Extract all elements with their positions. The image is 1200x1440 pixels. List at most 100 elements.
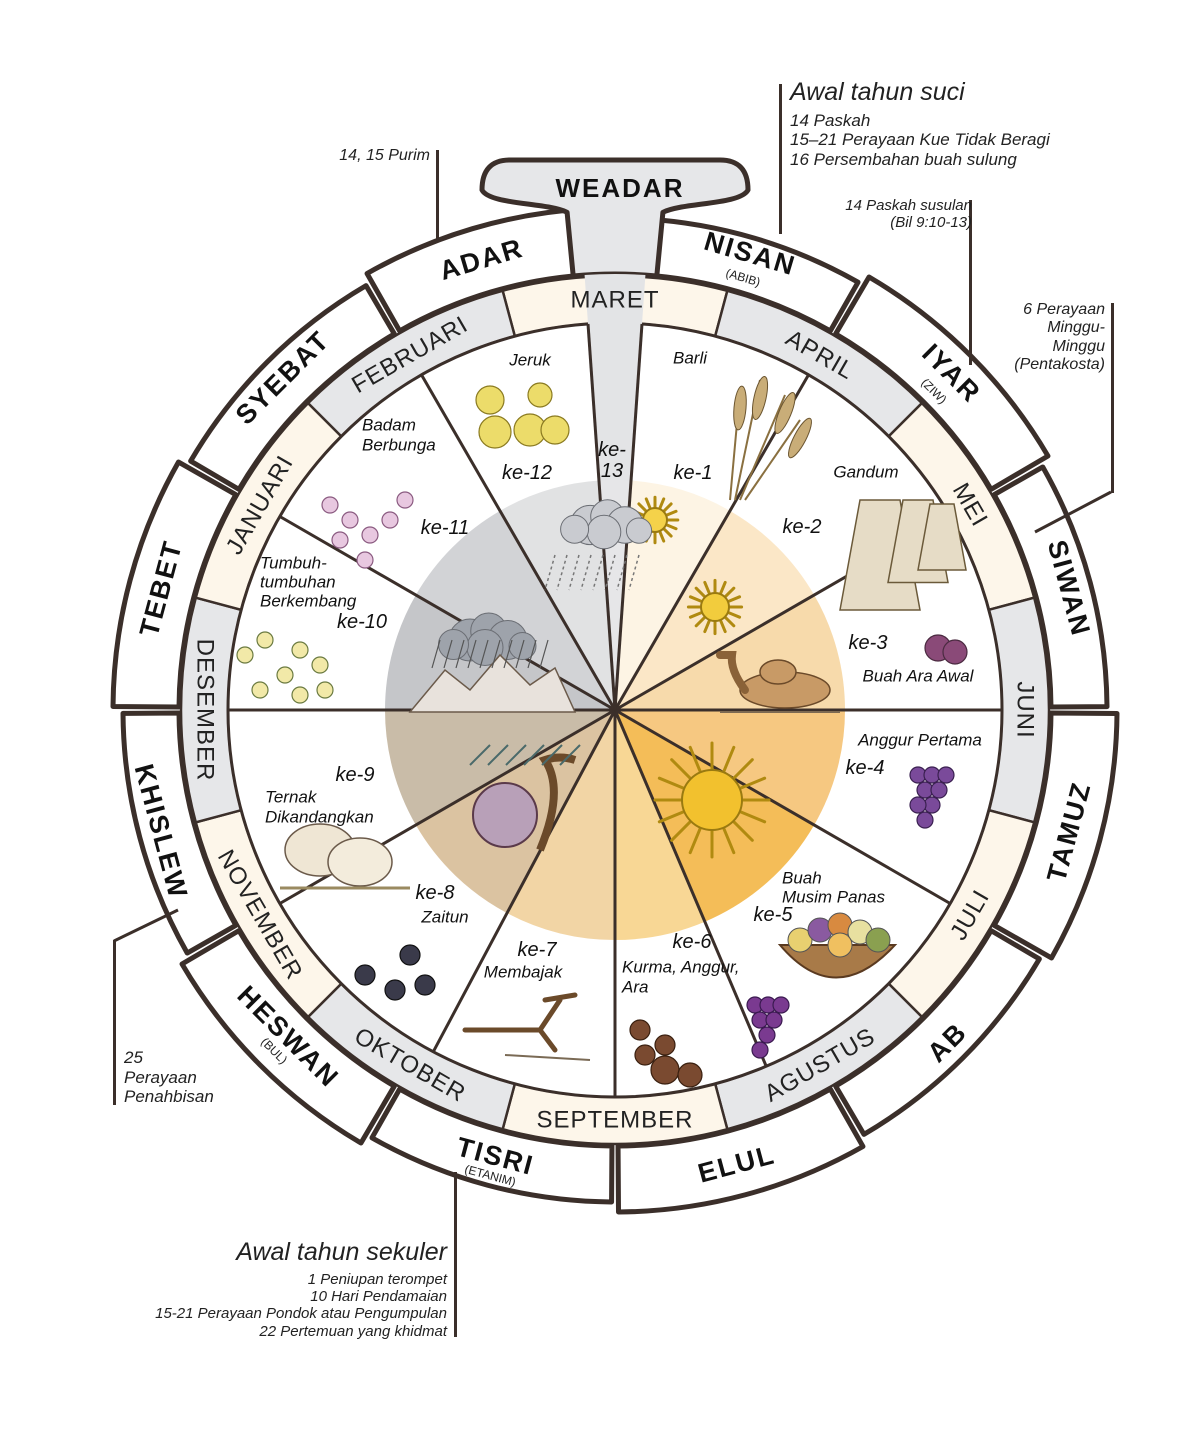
pomegranate-icon (469, 744, 581, 852)
grape-cluster-part (937, 766, 955, 784)
sheep-icon (280, 823, 410, 890)
sun-ray (721, 745, 736, 774)
season-slice (385, 710, 615, 825)
hebrew-month-segment (110, 459, 239, 710)
dates-figs-part (634, 1044, 656, 1066)
harvest-label: Anggur Pertama (857, 731, 982, 750)
branch (536, 753, 577, 852)
secular-year-title: Awal tahun sekuler (236, 1238, 447, 1266)
rain-icon (580, 554, 592, 591)
gregorian-month-label: MARET (571, 287, 660, 314)
season-slice (615, 710, 845, 825)
rain-streak (431, 639, 441, 669)
olive-part (384, 979, 406, 1001)
rain-icon (544, 554, 556, 591)
sun-ray (731, 819, 754, 842)
hebrew-month-segment (179, 928, 397, 1146)
citrus-part (478, 415, 512, 449)
dates-figs-part (677, 1062, 703, 1088)
harvest-label: Dikandangkan (265, 808, 374, 827)
sun-ray (657, 776, 686, 791)
harvest-label: Buah (782, 869, 822, 888)
secular-year-line: 1 Peniupan terompet (307, 1270, 447, 1288)
sun-ray (637, 502, 649, 514)
wind-line (469, 744, 491, 766)
rain-icon (604, 554, 616, 591)
dedication-leader-line (113, 908, 179, 943)
almond-blossom-part (361, 526, 379, 544)
dedication-line: Perayaan (124, 1067, 197, 1087)
basket-fruit (865, 927, 891, 953)
rain-streak (539, 639, 549, 669)
harvest-label: Gandum (833, 463, 898, 482)
fig-part (942, 639, 968, 665)
hebrew-month-segment (615, 1086, 866, 1215)
barley-icon (729, 375, 812, 501)
pentecost-line: 6 Perayaan (1023, 301, 1105, 318)
fruit (472, 782, 538, 848)
month-divider-line (613, 709, 768, 1067)
dedication-annotation: 25 Perayaan Penahbisan (124, 1048, 214, 1107)
grape-cluster-part (930, 781, 948, 799)
dates-figs-icon (629, 1019, 703, 1088)
grape-cluster-icon (746, 996, 790, 1059)
mountain (408, 653, 577, 713)
harvest-label: Berbunga (362, 436, 436, 455)
harvest-label: Ara (621, 978, 648, 997)
hebrew-month-segment (833, 928, 1042, 1137)
citrus-part (540, 415, 570, 445)
sacred-year-title: Awal tahun suci (790, 78, 965, 106)
sun-ray (723, 615, 736, 628)
fig-icon (924, 634, 968, 665)
wheat-sheaf-icon (839, 499, 967, 611)
gregorian-month-label: JUNI (1012, 681, 1039, 738)
sun-ray (703, 618, 712, 634)
month-ordinal-label: ke-3 (849, 632, 888, 654)
dedication-line: 25 (124, 1048, 143, 1067)
intercalary-month-tab (479, 157, 751, 279)
month-ordinal-label: ke-12 (502, 462, 552, 484)
cloud-puff (438, 629, 469, 660)
rain-streak (527, 639, 537, 669)
harvest-label: Tumbuh- (260, 554, 327, 573)
sun-ray (703, 580, 712, 596)
almond-blossom-part (356, 551, 374, 569)
rain-icon (568, 554, 580, 591)
pentecost-line: Minggu- (1047, 319, 1105, 337)
olive-icon (354, 944, 436, 1001)
harvest-label: Badam (362, 416, 416, 435)
camel-neck (716, 651, 749, 694)
pentecost-leader-line (1034, 490, 1112, 534)
sacred-year-line: 15–21 Perayaan Kue Tidak Beragi (790, 130, 1050, 150)
basket-fruit (787, 927, 813, 953)
ear (788, 417, 812, 459)
sun-ray (688, 610, 704, 619)
sacred-year-line: 16 Persembahan buah sulung (790, 149, 1017, 169)
season-slice (415, 510, 615, 710)
harvest-label: Kurma, Anggur, (622, 958, 740, 977)
plow-icon (462, 992, 591, 1061)
citrus-part (475, 385, 505, 415)
late-passover-leader-line (969, 200, 972, 365)
grape-cluster-part (758, 1026, 776, 1044)
month-divider-line (431, 709, 617, 1053)
secular-year-line: 10 Hari Pendamaian (310, 1288, 447, 1305)
sun-ray (718, 580, 727, 596)
sun-ray (688, 745, 703, 774)
hebrew-month-segment (369, 1086, 615, 1205)
late-passover-annotation: 14 Paskah susulan (Bil 9:10-13) (845, 197, 972, 232)
wind-line (559, 744, 581, 766)
flowering-plants-icon (236, 631, 334, 704)
rain-icon (592, 554, 604, 591)
almond-blossom-part (381, 511, 399, 529)
ear (751, 375, 769, 421)
sun-ray (644, 497, 652, 511)
month-ordinal-label: ke-1 (674, 462, 713, 484)
grape-cluster-part (765, 1011, 783, 1029)
sun-ray (723, 586, 736, 599)
wind-line (541, 744, 563, 766)
ear (733, 385, 747, 431)
pentecost-leader-line (1111, 303, 1114, 493)
purim-leader-line (436, 150, 439, 242)
pentecost-line: Minggu (1052, 337, 1105, 355)
